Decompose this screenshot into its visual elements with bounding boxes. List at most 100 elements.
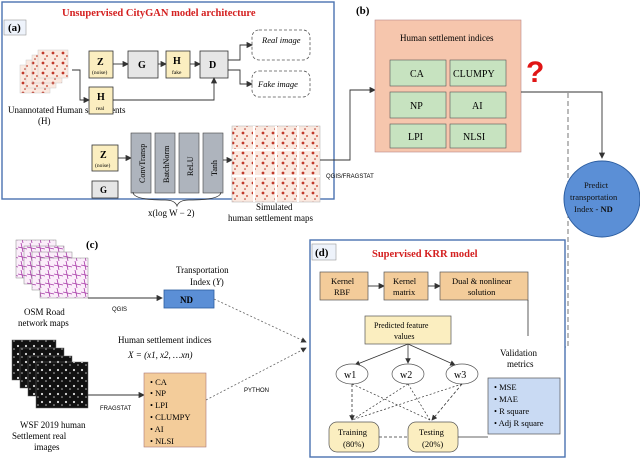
kernel-matrix-label-2: matrix	[393, 287, 416, 297]
simulated-maps-image	[231, 125, 321, 203]
validation-label-2: metrics	[507, 359, 534, 369]
list-item: • Adj R square	[494, 418, 544, 428]
fake-image-label: Fake image	[257, 79, 298, 89]
question-mark-icon: ?	[526, 56, 544, 89]
unannotated-settlements-image	[19, 49, 69, 94]
qgis-label: QGIS	[112, 307, 127, 313]
simulated-label-2: human settlement maps	[228, 213, 313, 223]
layer-convtransp-label: ConvTransp	[138, 144, 147, 183]
kernel-matrix-label: Kernel	[393, 276, 417, 286]
panel-b-label: (b)	[356, 5, 370, 17]
h-fake-label: H	[173, 56, 181, 67]
weight-w2-label: w2	[400, 370, 412, 381]
panel-b-title: Human settlement indices	[400, 33, 494, 43]
panel-a-title: Unsupervised CityGAN model architecture	[62, 8, 256, 19]
index-clumpy-label: CLUMPY	[453, 69, 495, 80]
transport-index-label-2: Index (Y)	[190, 277, 224, 287]
z-noise2-sub: (noise)	[95, 162, 110, 169]
z-noise-label: Z	[97, 57, 104, 68]
index-ai-label: AI	[472, 101, 483, 112]
predicted-values-box	[364, 315, 452, 345]
predict-label-3: Index - ND	[574, 204, 613, 214]
panel-a-label: (a)	[8, 22, 21, 34]
index-np	[389, 91, 447, 119]
index-clumpy	[449, 59, 507, 87]
metrics-box	[487, 377, 561, 435]
z-noise2-label: Z	[100, 150, 107, 161]
simulated-label: Simulated	[256, 202, 293, 212]
list-item: • CLUMPY	[150, 412, 191, 422]
layer-tanh-label: Tanh	[210, 160, 219, 176]
wsf-label-2: Settlement real	[12, 431, 67, 441]
wsf-label: WSF 2019 human	[20, 420, 86, 430]
generator-label: G	[138, 60, 146, 71]
panel-a: (a) Unsupervised CityGAN model architect…	[1, 1, 335, 223]
panel-d-label: (d)	[315, 247, 329, 259]
hs-indices-label: Human settlement indices	[118, 335, 212, 345]
index-ai	[449, 91, 507, 119]
qgis-fragstat-label: QGIS/FRAGSTAT	[326, 174, 374, 180]
testing-label-2: (20%)	[422, 439, 443, 449]
predict-label-1: Predict	[584, 180, 609, 190]
osm-label: OSM Road	[24, 307, 65, 317]
fake-image-box	[251, 70, 311, 98]
kernel-rbf-label: Kernel	[331, 276, 355, 286]
index-lpi	[389, 123, 447, 149]
kernel-rbf-box	[319, 271, 369, 301]
kernel-matrix-box	[383, 271, 429, 301]
fragstat-label: FRAGSTAT	[100, 406, 131, 412]
weight-w1-label: w1	[344, 370, 356, 381]
nd-label: ND	[180, 295, 193, 305]
list-item: • MSE	[494, 382, 517, 392]
metrics-list: • MSE • MAE • R square • Adj R square	[494, 382, 544, 428]
list-item: • MAE	[494, 394, 518, 404]
wsf-images	[11, 339, 89, 409]
layer-tanh	[202, 132, 224, 194]
index-ca-label: CA	[410, 69, 425, 80]
index-np-label: NP	[410, 101, 423, 112]
list-item: • R square	[494, 406, 529, 416]
training-label-2: (80%)	[343, 439, 364, 449]
list-item: • NP	[150, 388, 166, 398]
kernel-rbf-label-2: RBF	[334, 287, 350, 297]
testing-label: Testing	[419, 427, 445, 437]
layer-batchnorm	[154, 132, 176, 194]
osm-label-2: network maps	[18, 318, 69, 328]
real-image-box	[251, 29, 311, 61]
discriminator-label: D	[209, 60, 216, 71]
z-noise-box	[88, 50, 114, 79]
panel-d: (d) Supervised KRR model Kernel RBF Kern…	[309, 239, 566, 458]
z-noise-sub: (noise)	[92, 69, 107, 76]
list-item: • AI	[150, 424, 164, 434]
h-real-sub: real	[96, 106, 105, 112]
generator2-box	[91, 180, 119, 199]
index-nlsi-label: NLSI	[463, 132, 485, 143]
validation-label: Validation	[500, 348, 537, 358]
layer-relu-label: ReLU	[186, 156, 195, 176]
h-fake-sub: fake	[172, 69, 182, 76]
training-label: Training	[338, 427, 368, 437]
generator-layer-stack: ConvTransp BatchNorm ReLU Tanh	[130, 132, 233, 208]
predicted-label-2: values	[394, 332, 414, 341]
panel-c: (c) OSM Road network maps QGIS Transport…	[11, 239, 307, 452]
layer-relu	[178, 132, 200, 194]
weight-w3-label: w3	[454, 370, 466, 381]
index-ca	[389, 59, 447, 87]
python-label: PYTHON	[244, 388, 269, 394]
panel-c-label: (c)	[86, 239, 99, 251]
wsf-label-3: images	[34, 442, 60, 452]
unannotated-h-label: (H)	[38, 116, 51, 126]
predict-node: Predict transportation Index - ND	[563, 160, 640, 238]
h-fake-box	[165, 50, 191, 79]
h-real-label: H	[97, 92, 105, 103]
unannotated-label: Unannotated Human settlements	[8, 105, 126, 115]
generator-box	[127, 50, 159, 79]
panel-b: (b) Human settlement indices CA CLUMPY N…	[356, 5, 522, 153]
z-noise2-box	[91, 144, 119, 172]
repeat-label: x(log W − 2)	[148, 208, 195, 218]
dual-solution-box	[439, 271, 529, 301]
dual-label-2: solution	[468, 287, 496, 297]
indices-list: • CA • NP • LPI • CLUMPY • AI • NLSI	[150, 377, 191, 446]
layer-convtransp	[130, 132, 152, 194]
layer-batchnorm-label: BatchNorm	[162, 145, 171, 183]
